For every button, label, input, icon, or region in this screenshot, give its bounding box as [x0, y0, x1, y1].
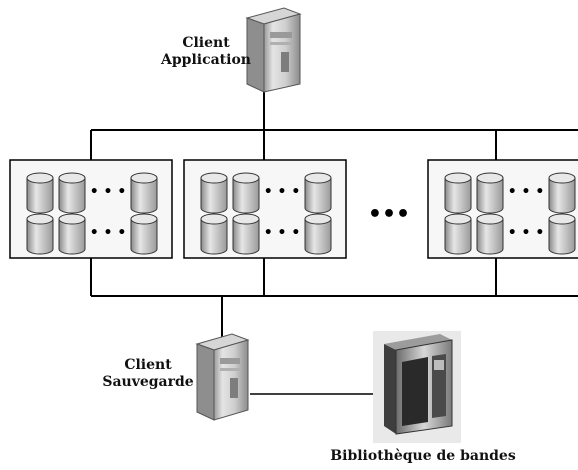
- row-ellipsis: • • •: [508, 184, 545, 200]
- top-bus: [90, 92, 578, 160]
- disk-array-panel: • • • • • •: [427, 159, 578, 259]
- row-ellipsis: • • •: [508, 225, 545, 241]
- client-backup-line1: Client: [124, 357, 172, 373]
- disk-icon: [200, 172, 228, 214]
- disk-icon: [58, 172, 86, 214]
- more-arrays-ellipsis: •••: [368, 202, 410, 227]
- disk-icon: [304, 213, 332, 255]
- disk-icon: [200, 213, 228, 255]
- row-ellipsis: • • •: [90, 225, 127, 241]
- tape-library-icon: [373, 331, 461, 443]
- client-application-line1: Client: [182, 35, 230, 51]
- disk-icon: [130, 172, 158, 214]
- backup-server-icon: [195, 333, 250, 421]
- disk-icon: [26, 213, 54, 255]
- application-server-icon: [245, 7, 302, 93]
- client-backup-label: Client Sauvegarde: [100, 357, 196, 391]
- disk-icon: [304, 172, 332, 214]
- disk-icon: [444, 172, 472, 214]
- disk-icon: [548, 172, 576, 214]
- disk-icon: [232, 172, 260, 214]
- disk-icon: [548, 213, 576, 255]
- disk-icon: [476, 213, 504, 255]
- row-ellipsis: • • •: [264, 184, 301, 200]
- tape-library-label: Bibliothèque de bandes: [330, 448, 516, 464]
- disk-icon: [476, 172, 504, 214]
- disk-icon: [26, 172, 54, 214]
- disk-icon: [444, 213, 472, 255]
- disk-icon: [130, 213, 158, 255]
- disk-array-panel: • • • • • •: [183, 159, 347, 259]
- disk-array-panel: • • • • • •: [9, 159, 173, 259]
- client-backup-line2: Sauvegarde: [102, 374, 194, 390]
- row-ellipsis: • • •: [90, 184, 127, 200]
- bottom-bus: [90, 258, 578, 340]
- client-application-line2: Application: [161, 52, 251, 68]
- disk-icon: [58, 213, 86, 255]
- disk-arrays: • • • • • • • • • • • • • • • • • • •••: [9, 159, 578, 259]
- row-ellipsis: • • •: [264, 225, 301, 241]
- disk-icon: [232, 213, 260, 255]
- client-application-label: Client Application: [158, 35, 254, 69]
